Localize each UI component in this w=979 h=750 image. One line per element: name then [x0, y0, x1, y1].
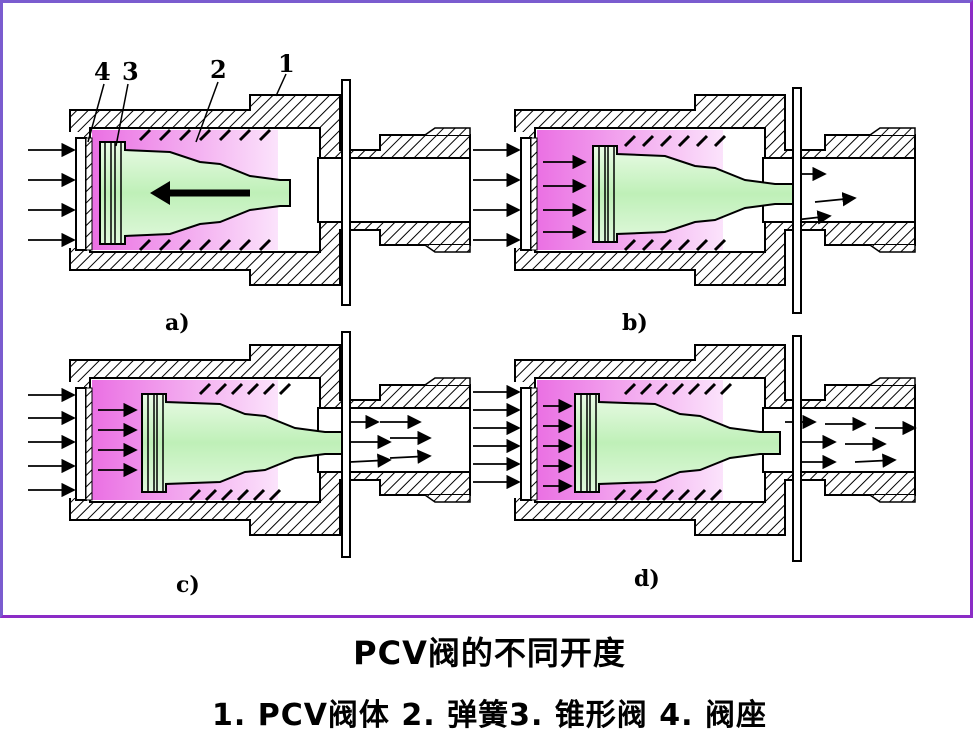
callout-leaders — [87, 73, 287, 147]
panel-label-a: a) — [165, 310, 190, 336]
callout-2: 2 — [210, 55, 227, 84]
pcv-valve-diagram: 4 3 2 1 a) b) c) d) — [28, 49, 917, 598]
caption-parts-legend: 1. PCV阀体 2. 弹簧3. 锥形阀 4. 阀座 — [212, 698, 767, 733]
panel-c — [28, 331, 471, 558]
callout-4: 4 — [94, 57, 111, 86]
panel-label-b: b) — [622, 310, 648, 336]
panel-b — [473, 87, 916, 314]
panel-label-c: c) — [176, 572, 200, 598]
panel-a — [28, 79, 471, 306]
caption-title: PCV阀的不同开度 — [353, 634, 626, 672]
panel-label-d: d) — [634, 566, 660, 592]
panel-d — [473, 335, 917, 562]
callout-1: 1 — [278, 49, 295, 78]
callout-3: 3 — [122, 57, 139, 86]
